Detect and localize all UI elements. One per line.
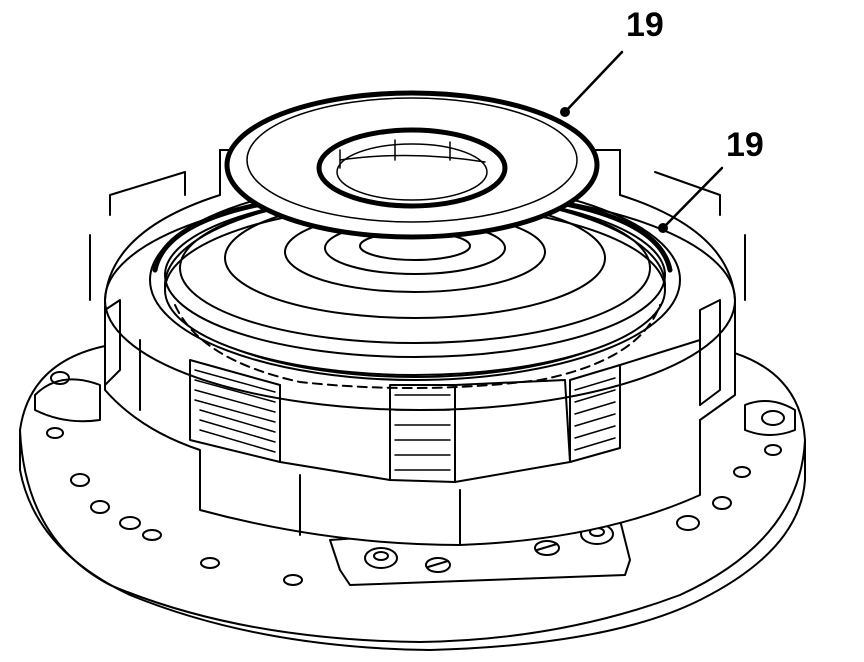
leader-line-upper [563,50,624,114]
leader-lines [563,50,724,230]
callout-label-upper: 19 [626,6,664,44]
leader-dot-upper [560,107,570,117]
leader-line-lower [661,166,724,230]
splined-hub [164,192,666,390]
callout-label-lower: 19 [726,126,764,164]
seal-ring-upper [224,90,600,240]
leader-dot-lower [658,223,668,233]
